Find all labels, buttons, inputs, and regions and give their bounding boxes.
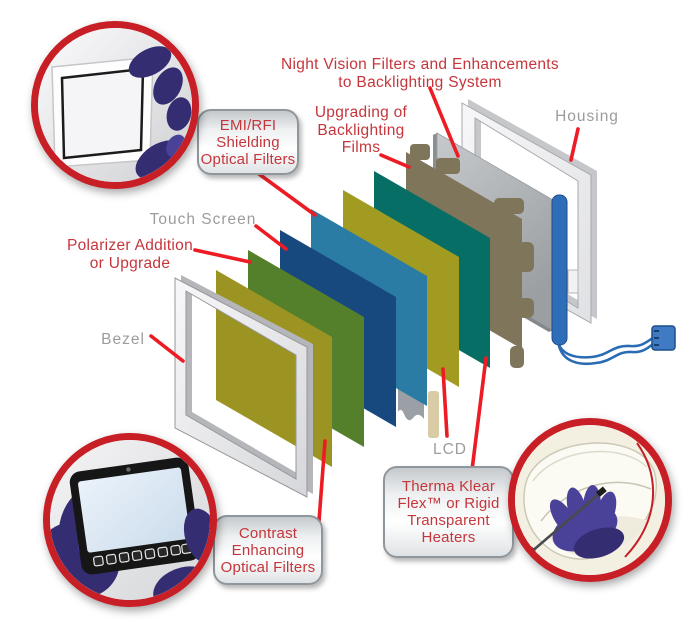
photo-flexible-heater-inset xyxy=(508,418,672,582)
filter-frame-line xyxy=(60,67,145,160)
device-camera-dot xyxy=(126,467,131,472)
device-screen xyxy=(78,467,191,553)
leader-contrast xyxy=(317,439,327,523)
label-upgrading-films: Upgrading of Backlighting Films xyxy=(314,104,408,156)
photo-touch-screen-inset xyxy=(43,433,217,607)
touch-screen-photo xyxy=(50,440,210,600)
label-touch-screen: Touch Screen xyxy=(149,211,257,228)
lcd-flex-ribbon xyxy=(398,384,424,421)
photo-optical-filter-inset xyxy=(31,21,199,189)
label-night-vision-line2: to Backlighting System xyxy=(338,73,502,91)
callout-emi-shielding: EMI/RFI Shielding Optical Filters xyxy=(197,109,299,175)
lcd-flex-tab xyxy=(428,391,439,438)
label-housing: Housing xyxy=(555,108,619,125)
leader-upgrading-films xyxy=(379,153,411,169)
callout-therma-klear: Therma Klear Flex™ or Rigid Transparent … xyxy=(383,466,514,558)
touchscreen-device xyxy=(69,457,201,575)
label-bezel: Bezel xyxy=(101,331,145,348)
red-heater-wire xyxy=(624,442,655,558)
leader-bezel xyxy=(149,334,185,363)
leader-night-vision xyxy=(428,86,460,158)
flexible-heater-photo xyxy=(515,425,665,575)
leader-emi xyxy=(257,172,317,217)
leader-polarizer xyxy=(193,248,252,264)
housing-notch xyxy=(567,269,579,294)
callout-contrast-filters: Contrast Enhancing Optical Filters xyxy=(213,515,323,585)
leader-therma xyxy=(470,356,488,472)
leader-lines xyxy=(149,86,580,523)
leader-lcd xyxy=(441,367,449,438)
backlight-cable xyxy=(555,325,676,366)
gloved-hand-bending-film xyxy=(549,485,625,559)
label-lcd: LCD xyxy=(432,441,467,458)
optical-filter-photo xyxy=(38,28,192,182)
label-night-vision-line1: Night Vision Filters and Enhancements xyxy=(281,56,559,73)
leader-touch-screen xyxy=(254,224,288,251)
layer-bezel xyxy=(174,275,313,498)
leader-housing xyxy=(569,127,580,162)
label-polarizer: Polarizer Addition or Upgrade xyxy=(66,237,194,272)
backlight-led-edge xyxy=(551,194,568,346)
label-night-vision: Night Vision Filters and Enhancements to… xyxy=(255,56,585,91)
device-button-icons xyxy=(92,543,192,567)
